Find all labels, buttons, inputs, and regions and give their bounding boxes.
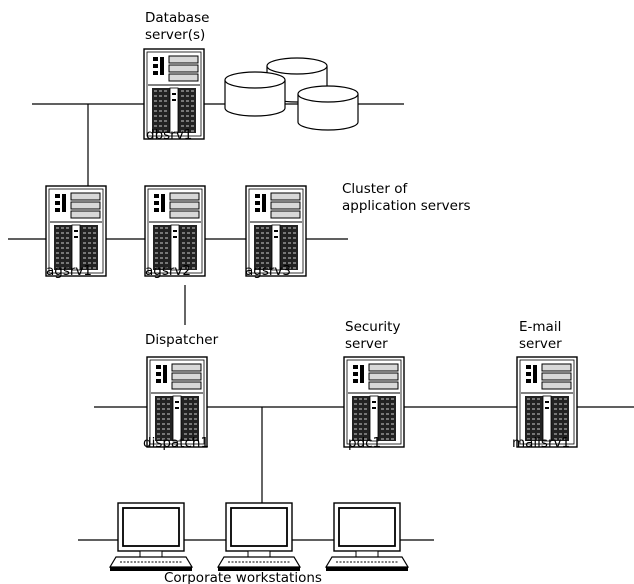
- workstation-1-icon: [109, 502, 193, 572]
- svg-text:Database: Database: [145, 10, 209, 26]
- dbsrv1-label: dbsrv1: [146, 127, 192, 143]
- dbsrv1-server-icon: [143, 48, 205, 140]
- pdc1-server-icon: [343, 356, 405, 448]
- svg-text:Cluster of: Cluster of: [342, 181, 408, 197]
- dispatch1-server-icon: [146, 356, 208, 448]
- svg-text:Security: Security: [345, 319, 400, 335]
- svg-text:server: server: [519, 336, 562, 352]
- database-disks-icon: [224, 57, 359, 131]
- cluster-heading: Cluster of application servers: [342, 181, 471, 214]
- mailsrv1-server-icon: [516, 356, 578, 448]
- svg-text:E-mail: E-mail: [519, 319, 561, 335]
- workstations-heading: Corporate workstations: [164, 570, 322, 584]
- workstation-3-icon: [325, 502, 409, 572]
- agsrv2-label: agsrv2: [145, 263, 191, 279]
- dispatcher-heading: Dispatcher: [145, 332, 219, 348]
- database-heading: Database server(s): [145, 10, 209, 43]
- workstation-2-icon: [217, 502, 301, 572]
- agsrv1-label: agsrv1: [46, 263, 92, 279]
- pdc1-label: pdc1: [348, 435, 381, 451]
- agsrv3-label: agsrv3: [245, 263, 291, 279]
- svg-text:application servers: application servers: [342, 198, 471, 214]
- security-heading: Security server: [345, 319, 400, 352]
- dispatch1-label: dispatch1: [143, 435, 209, 451]
- svg-text:server: server: [345, 336, 388, 352]
- mailsrv1-label: mailsrv1: [512, 435, 570, 451]
- email-heading: E-mail server: [519, 319, 562, 352]
- svg-text:server(s): server(s): [145, 27, 205, 43]
